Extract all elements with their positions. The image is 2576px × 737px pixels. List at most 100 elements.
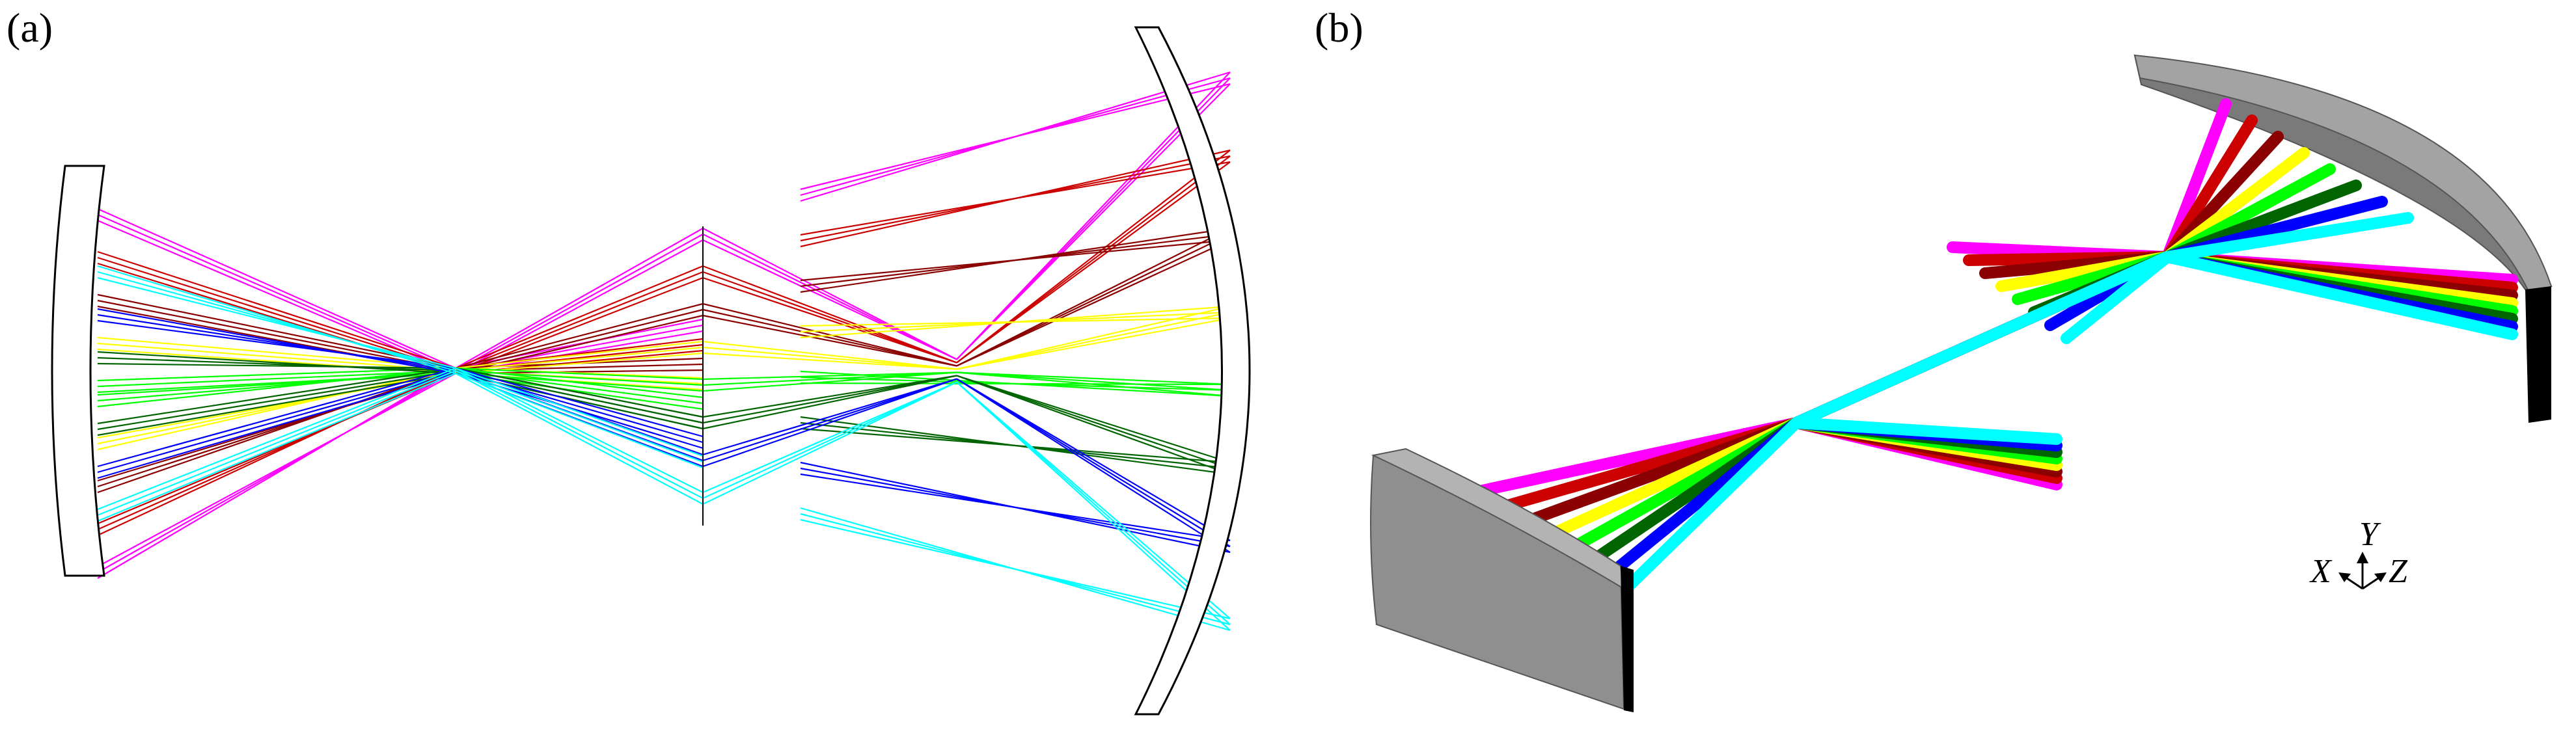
ray-segment bbox=[455, 370, 704, 499]
ray-segment bbox=[702, 340, 957, 370]
ray-bundle bbox=[1790, 251, 2173, 429]
ray-segment bbox=[702, 375, 957, 424]
ray-segment bbox=[702, 378, 957, 462]
ray-segment bbox=[956, 381, 1231, 625]
ray-segment bbox=[97, 372, 456, 436]
ray-segment bbox=[97, 250, 456, 369]
panel-b-3d-layout: Y X Z bbox=[1370, 54, 2553, 712]
ray-segment bbox=[956, 375, 1231, 464]
ray-segment bbox=[702, 381, 957, 500]
ray-segment bbox=[956, 371, 1231, 386]
ray-bundle bbox=[2161, 251, 2518, 340]
ray-segment bbox=[956, 234, 1231, 367]
ray-segment bbox=[97, 367, 456, 451]
panel-b-label: (b) bbox=[1315, 5, 1363, 51]
ray-segment bbox=[97, 373, 456, 567]
ray-segment bbox=[800, 317, 1231, 327]
ray-segment bbox=[97, 372, 456, 479]
ray-segment bbox=[702, 381, 957, 505]
axis-triad: Y X Z bbox=[2309, 516, 2408, 590]
ray-segment bbox=[97, 256, 456, 372]
ray-segment bbox=[455, 367, 704, 457]
ray-segment bbox=[97, 265, 456, 375]
ray-segment bbox=[455, 369, 704, 463]
left-mirror bbox=[51, 165, 105, 577]
ray-segment bbox=[702, 375, 957, 430]
ray-segment bbox=[702, 378, 957, 456]
right-mirror bbox=[1134, 26, 1251, 716]
ray-segment bbox=[956, 317, 1231, 370]
ray-segment bbox=[956, 155, 1231, 364]
ray-segment bbox=[97, 308, 456, 375]
ray-segment bbox=[97, 369, 456, 388]
ray-segment bbox=[956, 378, 1231, 553]
ray-segment bbox=[702, 352, 957, 370]
ray-segment bbox=[97, 271, 456, 372]
ray-segment bbox=[97, 367, 456, 408]
ray-segment bbox=[97, 367, 456, 425]
ray-segment bbox=[97, 369, 456, 488]
ray-segment bbox=[97, 369, 456, 431]
ray-bundle bbox=[2061, 251, 2173, 344]
ray-segment bbox=[455, 234, 704, 371]
ray-segment bbox=[97, 367, 456, 494]
ray-segment bbox=[702, 375, 957, 418]
ray-segment bbox=[97, 219, 456, 375]
ray-segment bbox=[956, 371, 1231, 392]
ray-segment bbox=[956, 375, 1231, 470]
panel-a-ray-trace bbox=[51, 26, 1251, 716]
ray-segment bbox=[800, 161, 1231, 236]
ray-segment bbox=[702, 381, 957, 494]
ray-segment bbox=[702, 371, 957, 381]
ray-segment bbox=[455, 340, 704, 369]
ray-segment bbox=[800, 507, 1231, 632]
ray-segment bbox=[97, 369, 456, 402]
ray-segment bbox=[97, 369, 456, 516]
ray-segment bbox=[455, 346, 704, 372]
ray-segment bbox=[97, 362, 456, 369]
ray-segment bbox=[956, 311, 1231, 370]
ray-segment bbox=[455, 308, 704, 372]
ray-segment bbox=[702, 308, 957, 367]
ray-bundle bbox=[1790, 417, 2062, 445]
ray-segment bbox=[97, 319, 456, 369]
ray-segment bbox=[97, 276, 456, 369]
panel-b-rays bbox=[1459, 98, 2518, 628]
ray-segment bbox=[97, 356, 456, 372]
ray-segment bbox=[97, 368, 456, 536]
panel-a-label: (a) bbox=[7, 5, 53, 51]
axis-x-label: X bbox=[2309, 553, 2333, 590]
ray-segment bbox=[455, 369, 704, 386]
ray-segment bbox=[702, 276, 957, 364]
ray-bundle bbox=[2161, 212, 2414, 263]
ray-segment bbox=[97, 213, 456, 372]
ray-segment bbox=[956, 161, 1231, 364]
bottom-left-mirror-edge bbox=[1621, 566, 1634, 712]
ray-segment bbox=[455, 228, 704, 369]
ray-segment bbox=[97, 370, 456, 573]
panel-a-rays bbox=[97, 71, 1231, 632]
ray-segment bbox=[97, 367, 456, 468]
ray-segment bbox=[956, 381, 1231, 619]
ray-segment bbox=[702, 314, 957, 367]
ray-segment bbox=[800, 461, 1231, 554]
ray-segment bbox=[956, 305, 1231, 370]
ray-segment bbox=[800, 83, 1231, 191]
ray-segment bbox=[956, 228, 1231, 367]
ray-segment bbox=[702, 371, 957, 392]
top-right-mirror-edge bbox=[2525, 286, 2551, 423]
ray-segment bbox=[956, 381, 1231, 631]
ray-segment bbox=[702, 271, 957, 364]
ray-segment bbox=[97, 208, 456, 369]
ray-segment bbox=[97, 369, 456, 474]
ray-segment bbox=[97, 372, 456, 522]
ray-segment bbox=[702, 234, 957, 360]
ray-segment bbox=[956, 239, 1231, 367]
ray-segment bbox=[97, 368, 456, 579]
ray-segment bbox=[97, 369, 456, 531]
ray-segment bbox=[455, 367, 704, 381]
ray-segment bbox=[800, 370, 1231, 397]
bottom-left-mirror-body bbox=[1370, 454, 1625, 710]
ray-segment bbox=[97, 369, 456, 445]
